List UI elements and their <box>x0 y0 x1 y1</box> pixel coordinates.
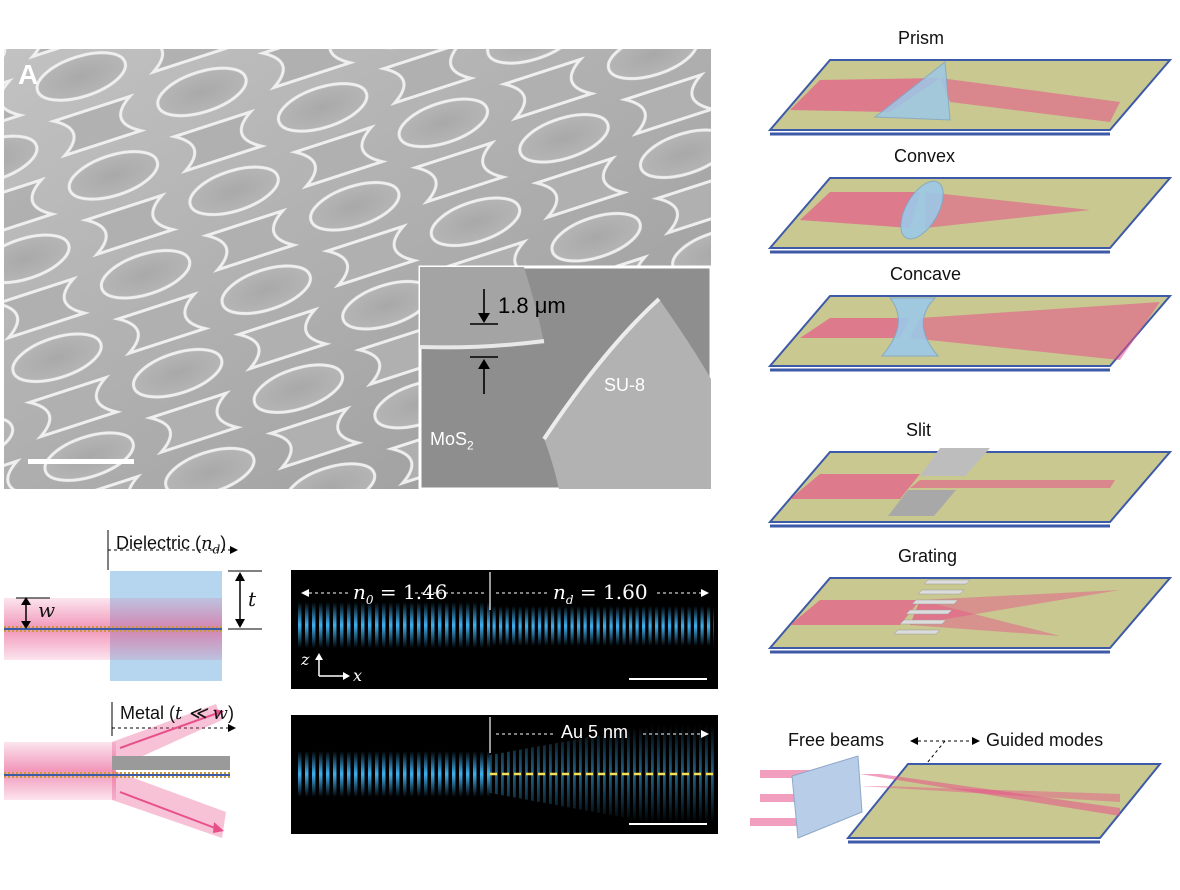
simulation-dielectric: n0 = 1.46 nd = 1.60 z x <box>291 570 718 689</box>
inset-substrate-label: MoS2 <box>430 429 474 453</box>
dielectric-symbol: n <box>201 533 213 554</box>
dielectric-label: Dielectric (nd) <box>116 533 226 557</box>
inset-resist-label: SU-8 <box>604 375 645 396</box>
panel-letter: A <box>18 59 38 91</box>
right-index-value: = 1.60 <box>574 580 648 604</box>
metal-relation: t ≪ w <box>175 703 228 724</box>
dielectric-close: ) <box>220 533 226 553</box>
schematic-metal: Metal (t ≪ w) <box>0 700 280 845</box>
substrate-subscript: 2 <box>467 439 474 453</box>
device-slit: Slit <box>760 420 1180 530</box>
device-coupling: Free beams Guided modes <box>740 726 1180 846</box>
metal-close: ) <box>228 703 234 723</box>
inset-height-label: 1.8 μm <box>498 293 566 319</box>
metal-text: Metal ( <box>120 703 175 723</box>
device-slit-label: Slit <box>906 420 931 441</box>
schematic-dielectric: Dielectric (nd) w t <box>0 525 280 685</box>
scale-bar <box>28 459 134 464</box>
device-convex: Convex <box>760 146 1180 258</box>
device-concave-label: Concave <box>890 264 961 285</box>
right-index: n <box>553 580 566 604</box>
metal-label: Metal (t ≪ w) <box>120 703 234 724</box>
left-index-sub: 0 <box>366 593 374 607</box>
thickness-symbol: t <box>248 587 256 611</box>
device-grating: Grating <box>760 546 1180 658</box>
device-grating-label: Grating <box>898 546 957 567</box>
axis-x-label: x <box>353 666 362 685</box>
device-concave: Concave <box>760 264 1180 376</box>
device-convex-label: Convex <box>894 146 955 167</box>
left-index-value: = 1.46 <box>374 580 448 604</box>
left-index-label: n0 = 1.46 <box>353 580 448 607</box>
left-index: n <box>353 580 366 604</box>
sem-image: A 1.8 μm SU-8 MoS2 <box>4 49 711 489</box>
right-index-label: nd = 1.60 <box>553 580 648 607</box>
device-prism: Prism <box>760 28 1180 140</box>
sem-image-svg <box>4 49 711 489</box>
width-symbol: w <box>38 598 55 622</box>
substrate-text: MoS <box>430 429 467 449</box>
dielectric-text: Dielectric ( <box>116 533 201 553</box>
device-prism-label: Prism <box>898 28 944 49</box>
right-index-sub: d <box>566 593 574 607</box>
au-label: Au 5 nm <box>561 722 628 743</box>
simulation-metal: Au 5 nm <box>291 715 718 834</box>
axis-z-label: z <box>301 650 309 669</box>
